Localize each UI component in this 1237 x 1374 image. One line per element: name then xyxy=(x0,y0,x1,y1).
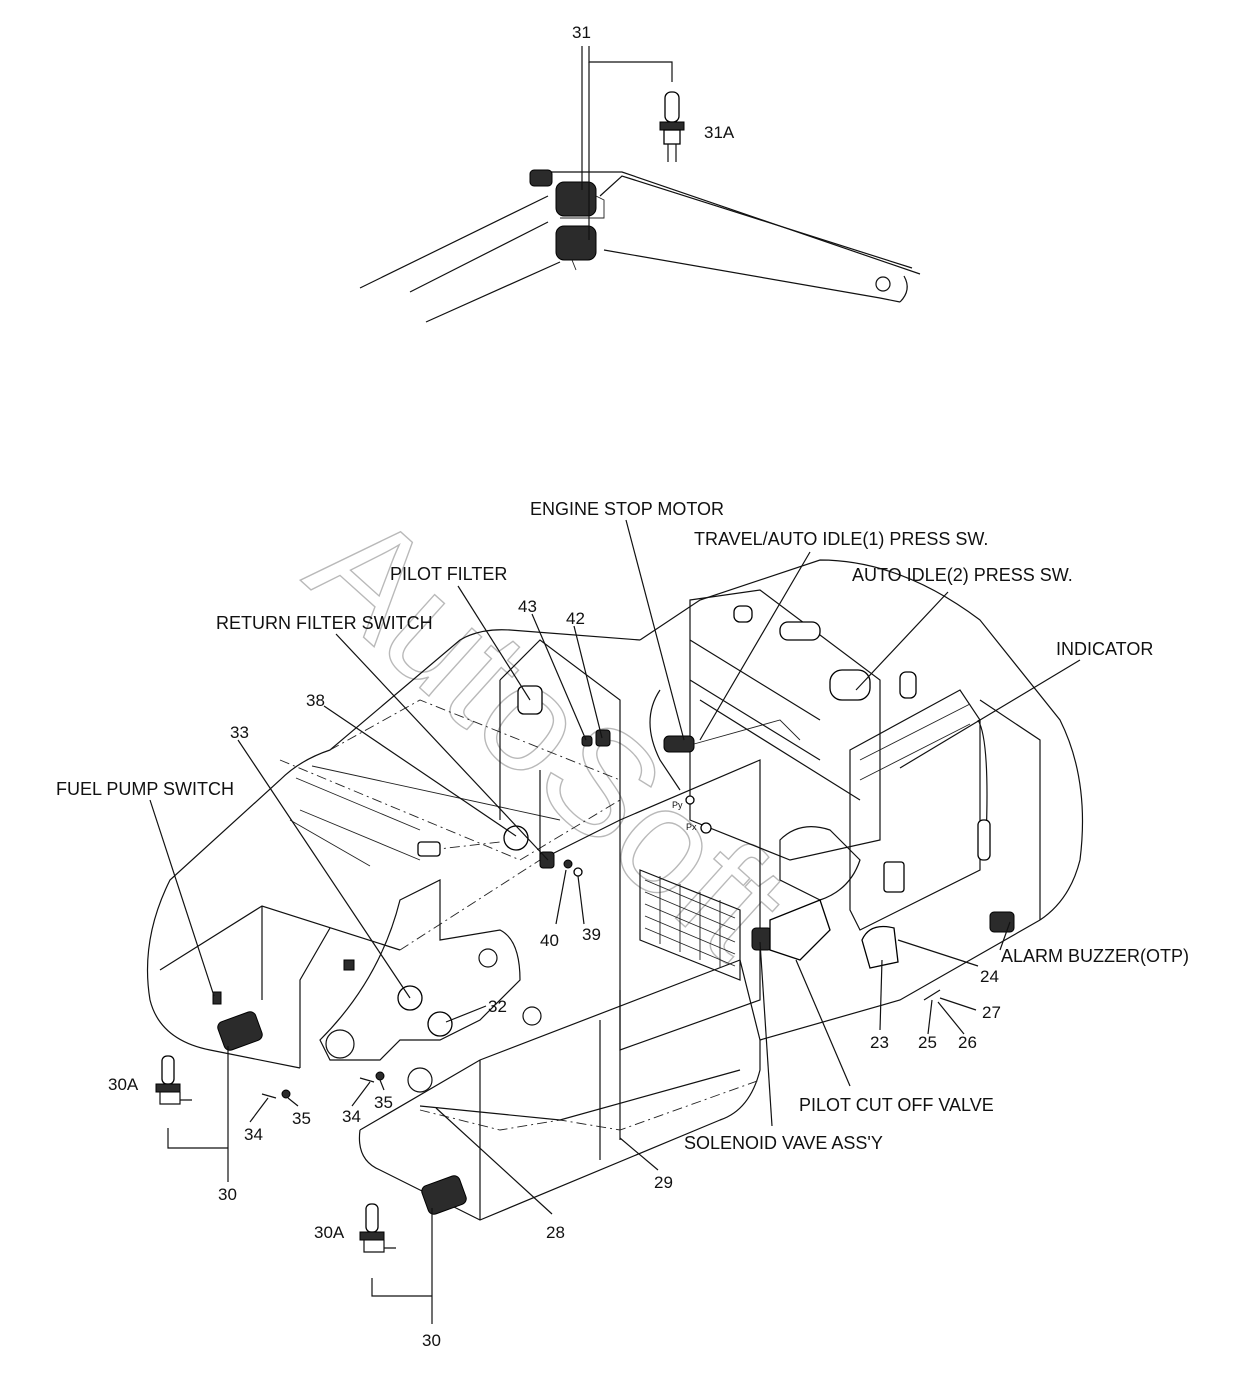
label-engine-stop-motor: ENGINE STOP MOTOR xyxy=(530,499,724,519)
engine-block: Py Px xyxy=(649,589,917,901)
part-number-31: 31 xyxy=(572,23,591,42)
part-numbers: 43 42 38 33 40 39 32 24 27 23 25 26 30A … xyxy=(108,597,1001,1350)
part-number-38: 38 xyxy=(306,691,325,710)
machine-frame-outline xyxy=(146,559,1084,1221)
part-number-35-mid: 35 xyxy=(374,1093,393,1112)
part-number-30a-left: 30A xyxy=(108,1075,139,1094)
label-travel-auto-idle-press-sw: TRAVEL/AUTO IDLE(1) PRESS SW. xyxy=(694,529,988,549)
part-number-31a: 31A xyxy=(704,123,735,142)
part-number-30-left: 30 xyxy=(218,1185,237,1204)
label-return-filter-switch: RETURN FILTER SWITCH xyxy=(216,613,433,633)
watermark-text: AutoSoft xyxy=(279,479,819,989)
bulb-30a-left-icon xyxy=(155,1055,192,1105)
part-number-23: 23 xyxy=(870,1033,889,1052)
part-number-42: 42 xyxy=(566,609,585,628)
part-number-33: 33 xyxy=(230,723,249,742)
callout-31: 31 xyxy=(572,23,673,240)
work-lamp-bottom xyxy=(421,1175,467,1215)
part-number-43: 43 xyxy=(518,597,537,616)
part-number-26: 26 xyxy=(958,1033,977,1052)
part-number-34-left: 34 xyxy=(244,1125,263,1144)
part-number-40: 40 xyxy=(540,931,559,950)
label-pilot-cut-off-valve: PILOT CUT OFF VALVE xyxy=(799,1095,994,1115)
label-solenoid-valve-assy: SOLENOID VAVE ASS'Y xyxy=(684,1133,883,1153)
label-fuel-pump-switch: FUEL PUMP SWITCH xyxy=(56,779,234,799)
work-lamp-left xyxy=(212,991,263,1051)
part-number-30a-bottom: 30A xyxy=(314,1223,345,1242)
boom-work-lamp-upper xyxy=(529,169,605,219)
port-py: Py xyxy=(672,800,683,810)
part-number-24: 24 xyxy=(980,967,999,986)
part-number-30-bottom: 30 xyxy=(422,1331,441,1350)
text-labels: ENGINE STOP MOTOR TRAVEL/AUTO IDLE(1) PR… xyxy=(56,499,1189,1153)
label-pilot-filter: PILOT FILTER xyxy=(390,564,507,584)
boom-assembly xyxy=(359,171,921,323)
part-number-25: 25 xyxy=(918,1033,937,1052)
watermark: AutoSoft xyxy=(278,478,819,989)
part-number-34-mid: 34 xyxy=(342,1107,361,1126)
part-number-29: 29 xyxy=(654,1173,673,1192)
boom-work-lamp-lower xyxy=(555,225,597,271)
label-indicator: INDICATOR xyxy=(1056,639,1153,659)
bulb-31a-icon: 31A xyxy=(659,91,735,162)
radiator xyxy=(849,689,991,931)
label-alarm-buzzer: ALARM BUZZER(OTP) xyxy=(1001,946,1189,966)
bulb-30a-bottom-icon xyxy=(359,1203,396,1253)
part-number-39: 39 xyxy=(582,925,601,944)
part-number-32: 32 xyxy=(488,997,507,1016)
part-number-27: 27 xyxy=(982,1003,1001,1022)
oil-cooler xyxy=(619,759,761,1051)
port-px: Px xyxy=(686,822,697,832)
leader-lines xyxy=(149,519,1081,1324)
part-number-28: 28 xyxy=(546,1223,565,1242)
label-auto-idle2-press-sw: AUTO IDLE(2) PRESS SW. xyxy=(852,565,1073,585)
part-number-35-left: 35 xyxy=(292,1109,311,1128)
